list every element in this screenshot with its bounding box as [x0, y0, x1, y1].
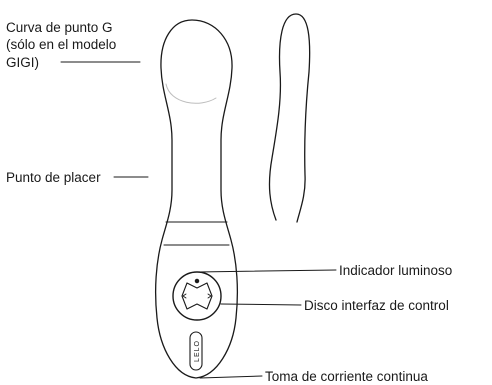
gspot-label-line1: Curva de punto G: [6, 20, 113, 35]
lelo-strip: [189, 331, 203, 371]
light-indicator-leader: [196, 269, 337, 273]
lelo-brand-mark: LELO: [194, 340, 201, 362]
control-disc-label: Disco interfaz de control: [304, 298, 449, 313]
control-disc-leader: [220, 303, 302, 306]
light-indicator-label: Indicador luminoso: [339, 263, 453, 278]
device-side-outline: [268, 13, 311, 223]
gspot-curve: [165, 83, 217, 104]
gspot-label-line2: (sólo en el modelo: [6, 37, 117, 52]
light-indicator-dot: [194, 278, 200, 284]
device-front-outline: [154, 19, 239, 379]
control-disc-cross: [181, 282, 213, 310]
pleasure-point-label: Punto de placer: [6, 170, 101, 185]
collar-band: [163, 221, 230, 246]
dc-socket-leader: [199, 375, 263, 379]
gspot-label-line3: GIGI): [6, 55, 39, 70]
dc-socket-label: Toma de corriente continua: [265, 369, 428, 384]
